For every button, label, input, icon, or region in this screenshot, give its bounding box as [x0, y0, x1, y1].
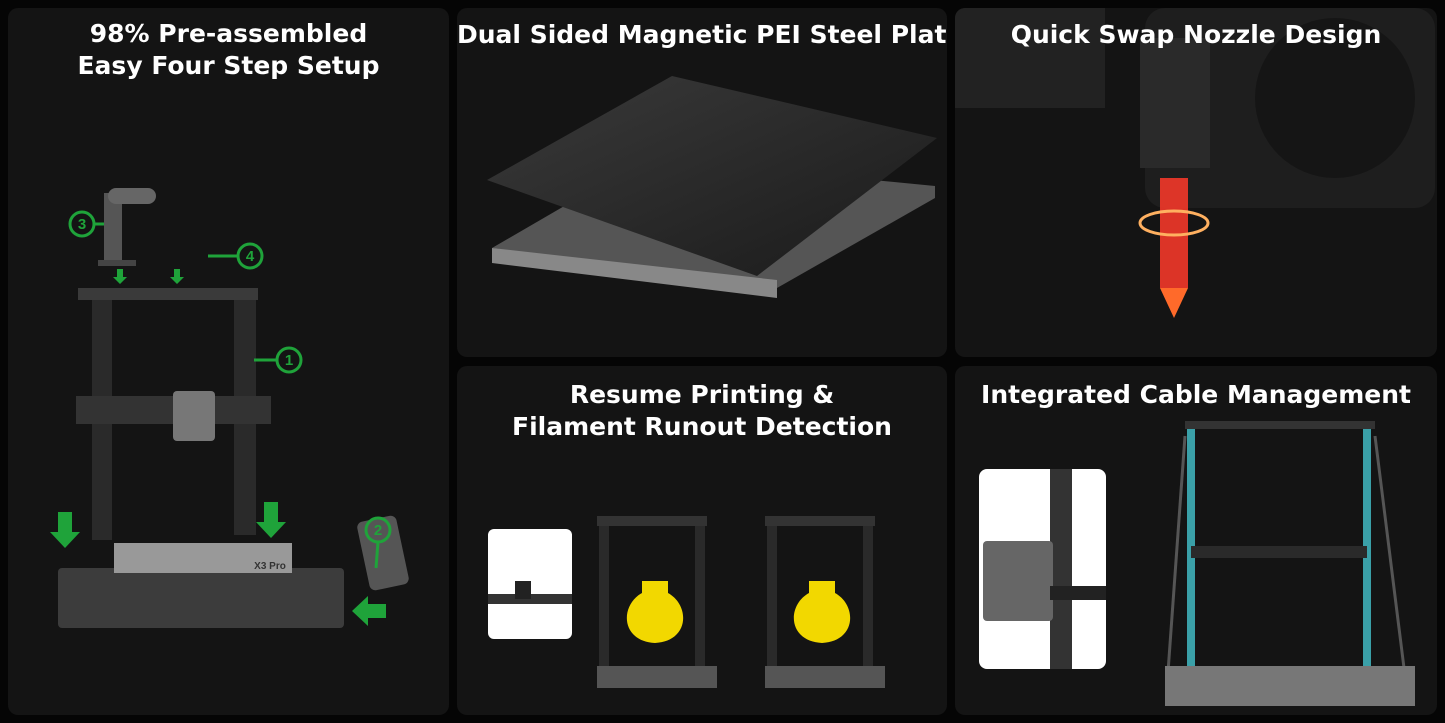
steel-plate-illustration: [487, 76, 937, 298]
title-line: Integrated Cable Management: [981, 380, 1411, 409]
pei-plate-title: Dual Sided Magnetic PEI Steel Plate: [457, 19, 947, 51]
title-line: Easy Four Step Setup: [77, 51, 380, 80]
resume-printing-panel: Resume Printing & Filament Runout Detect…: [457, 366, 947, 715]
printer-assembly-illustration: X3 Pro 3 4 1 2: [50, 188, 409, 628]
pei-plate-panel: Dual Sided Magnetic PEI Steel Plate: [457, 8, 947, 357]
step-3-label: 3: [78, 216, 86, 233]
arrow-icons: [50, 269, 386, 626]
cable-management-panel: Integrated Cable Management: [955, 366, 1437, 715]
setup-title: 98% Pre-assembled Easy Four Step Setup: [8, 18, 449, 82]
step-4-label: 4: [246, 248, 255, 265]
resume-printing-title: Resume Printing & Filament Runout Detect…: [457, 379, 947, 443]
title-line: Dual Sided Magnetic PEI Steel Plate: [457, 20, 947, 49]
nozzle-panel: Quick Swap Nozzle Design: [955, 8, 1437, 357]
title-line: 98% Pre-assembled: [89, 19, 368, 48]
cable-management-title: Integrated Cable Management: [955, 379, 1437, 411]
runout-illustration: [488, 516, 885, 688]
title-line: Resume Printing &: [569, 380, 835, 409]
cable-illustration: [979, 421, 1415, 706]
title-line: Quick Swap Nozzle Design: [1010, 20, 1382, 49]
step-2-label: 2: [374, 522, 382, 539]
step-1-label: 1: [285, 352, 293, 369]
nozzle-title: Quick Swap Nozzle Design: [955, 19, 1437, 51]
model-label: X3 Pro: [254, 561, 286, 572]
title-line: Filament Runout Detection: [512, 412, 892, 441]
setup-panel: 98% Pre-assembled Easy Four Step Setup X…: [8, 8, 449, 715]
hotend-illustration: [955, 8, 1435, 318]
